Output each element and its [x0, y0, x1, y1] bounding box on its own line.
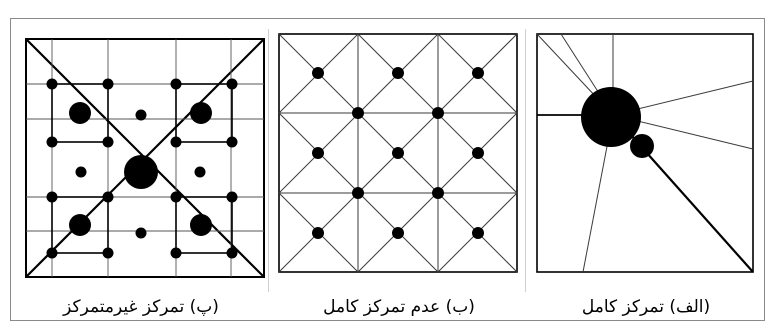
figure-frame: (پ) تمرکز غیرمتمرکز (ب) عدم تمرکز کامل (… [10, 18, 765, 321]
central-node [581, 87, 641, 147]
diagram-decentralized [25, 38, 265, 278]
secondary-node [630, 134, 654, 158]
panel-no-centralization [274, 29, 526, 292]
panel-full-centralization [531, 29, 759, 292]
diagram-full-centralization [536, 33, 754, 273]
caption-full-centralization: (الف) تمرکز کامل [581, 297, 711, 317]
caption-decentralized: (پ) تمرکز غیرمتمرکز [63, 297, 219, 317]
caption-no-centralization: (ب) عدم تمرکز کامل [323, 297, 475, 317]
panel-decentralized [16, 29, 269, 292]
diagram-no-centralization [278, 33, 518, 273]
